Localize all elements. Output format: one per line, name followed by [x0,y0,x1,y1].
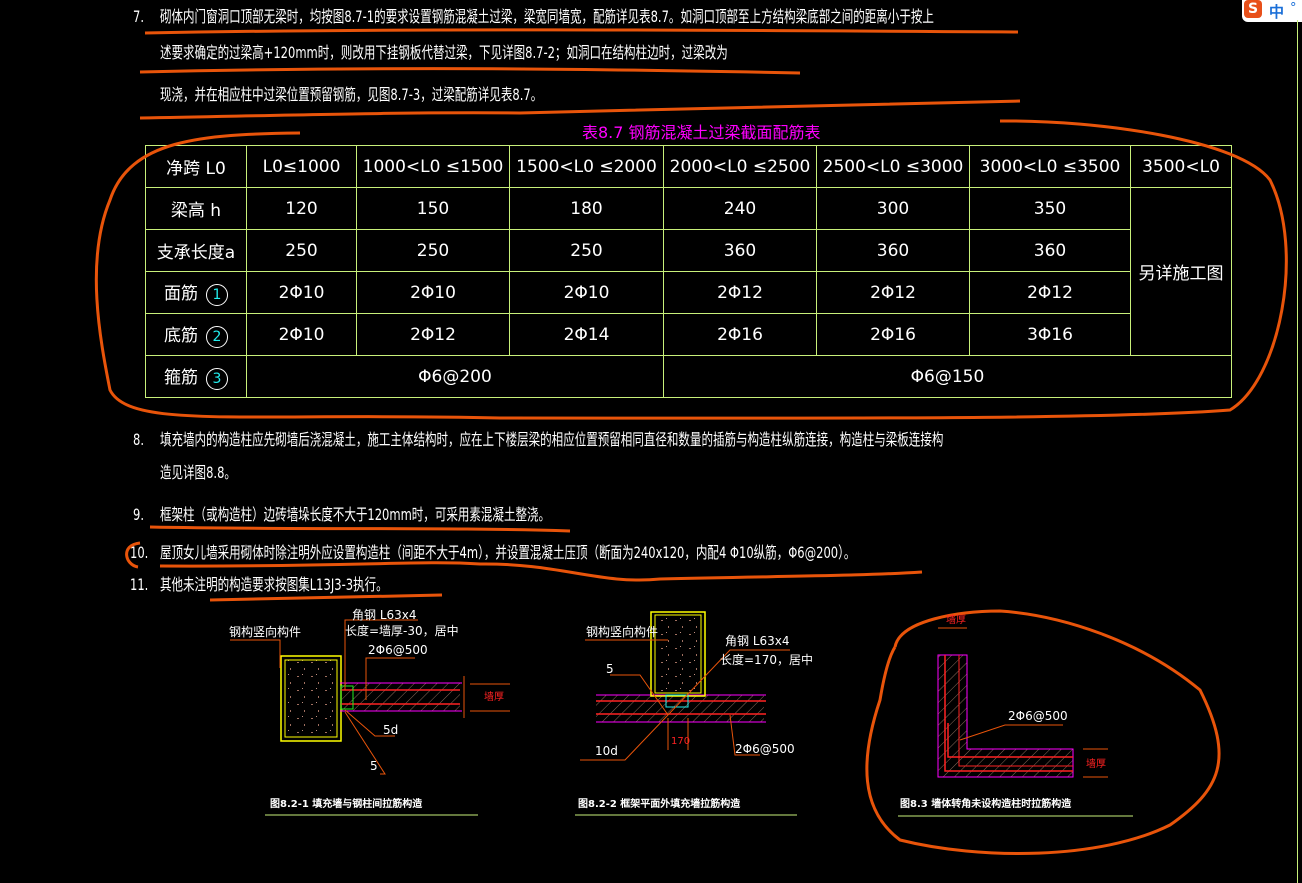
ime-punctuation-toggle[interactable]: ° [1290,1,1297,16]
fig1-weld2-label: 5 [370,759,378,773]
fig3-rebar-label: 2Φ6@500 [1008,709,1068,723]
fig2-angle-label: 角钢 L63x4 [725,634,790,648]
fig2-caption: 图8.2-2 框架平面外填充墙拉筋构造 [578,797,741,810]
header-cell: 1000<L0 ≤1500 [356,145,510,188]
fig1-rebar-label: 2Φ6@500 [368,643,428,657]
drawing-frame-border [1297,20,1298,883]
other-note-cell: 另详施工图 [1130,187,1232,356]
table-row: 支承长度a 250 250 250 360 360 360 [145,229,1232,272]
table-cell: Φ6@150 [663,355,1232,398]
ime-toolbar[interactable]: S 中 ° [1242,0,1302,22]
header-cell: 3500<L0 [1130,145,1232,188]
mark-circle: 2 [206,326,228,348]
table-header-row: 净跨 L0 L0≤1000 1000<L0 ≤1500 1500<L0 ≤200… [145,145,1232,188]
table-cell: 250 [509,229,664,272]
mark-circle: 3 [206,368,228,390]
fig2-dim-label: 170 [671,736,690,747]
row-label: 底筋 [164,326,198,346]
note-9-number: 9. [133,505,144,524]
table-row: 梁高 h 120 150 180 240 300 350 另详施工图 [145,187,1232,356]
fig1-member-label: 钢构竖向构件 [229,624,301,639]
figure-8-2-2: 钢构竖向构件 角钢 L63x4 长度=170，居中 5 10d 170 2Φ6@… [575,611,813,816]
fig3-dim-top-label: 墙厚 [946,613,966,626]
fig3-caption: 图8.3 墙体转角未设构造柱时拉筋构造 [900,797,1072,810]
table-cell: 150 [356,187,510,230]
fig2-weld1-label: 5 [606,662,614,676]
fig3-dim-right-label: 墙厚 [1086,757,1106,770]
row-label-cell: 面筋 1 [145,271,247,314]
note-11-line1: 其他未注明的构造要求按图集L13J3-3执行。 [160,575,388,594]
row-label: 面筋 [164,284,198,304]
fig1-length-label: 长度=墙厚-30，居中 [345,623,459,638]
figure-8-2-1: 钢构竖向构件 角钢 L63x4 长度=墙厚-30，居中 2Φ6@500 5d 5… [229,608,510,816]
table-cell: Φ6@200 [246,355,664,398]
sogou-logo-icon[interactable]: S [1244,0,1262,18]
note-8-line2: 造见详图8.8。 [160,463,236,482]
fig2-weld2-label: 10d [595,744,618,758]
table-cell: 2Φ10 [509,271,664,314]
table-cell: 2Φ12 [356,313,510,356]
mark-circle: 1 [206,284,228,306]
fig1-weld1-label: 5d [383,723,398,737]
table-cell: 2Φ16 [663,313,817,356]
note-8-line1: 填充墙内的构造柱应先砌墙后浇混凝土，施工主体结构时，应在上下楼层梁的相应位置预留… [160,430,944,449]
row-label: 梁高 h [145,187,247,230]
fig1-angle-label: 角钢 L63x4 [352,608,417,622]
header-cell: 3000<L0 ≤3500 [969,145,1131,188]
handwritten-annotations [94,28,1288,855]
row-label-cell: 底筋 2 [145,313,247,356]
note-10-number: 10. [130,543,149,562]
header-cell: 1500<L0 ≤2000 [509,145,664,188]
lintel-rebar-table: 净跨 L0 L0≤1000 1000<L0 ≤1500 1500<L0 ≤200… [145,145,1232,398]
table-cell: 250 [356,229,510,272]
fig2-length-label: 长度=170，居中 [720,652,813,667]
table-cell: 240 [663,187,817,230]
note-7-line3: 现浇，并在相应柱中过梁位置预留钢筋，见图8.7-3，过梁配筋详见表8.7。 [160,85,543,104]
row-label-cell: 箍筋 3 [145,355,247,398]
header-cell: L0≤1000 [246,145,357,188]
ime-mode-toggle[interactable]: 中 [1269,3,1285,21]
fig2-member-label: 钢构竖向构件 [586,624,658,639]
fig1-caption: 图8.2-1 填充墙与钢柱间拉筋构造 [270,797,423,810]
row-label: 箍筋 [164,368,198,388]
table-cell: 3Φ16 [969,313,1131,356]
note-10-line1: 屋顶女儿墙采用砌体时除注明外应设置构造柱（间距不大于4m），并设置混凝土压顶（断… [160,543,856,562]
fig2-rebar-label: 2Φ6@500 [735,742,795,756]
header-cell: 2500<L0 ≤3000 [816,145,970,188]
note-7-line1: 砌体内门窗洞口顶部无梁时，均按图8.7-1的要求设置钢筋混凝土过梁，梁宽同墙宽，… [160,7,934,26]
fig1-dim-label: 墙厚 [484,690,504,703]
table-cell: 2Φ10 [246,271,357,314]
table-cell: 360 [816,229,970,272]
table-cell: 2Φ12 [816,271,970,314]
table-cell: 180 [509,187,664,230]
note-8-number: 8. [133,430,144,449]
table-cell: 2Φ12 [969,271,1131,314]
table-row: 箍筋 3 Φ6@200 Φ6@150 [145,355,1232,398]
note-9-line1: 框架柱（或构造柱）边砖墙垛长度不大于120mm时，可采用素混凝土整浇。 [160,505,551,524]
figure-8-3: 墙厚 2Φ6@500 墙厚 图8.3 墙体转角未设构造柱时拉筋构造 [898,613,1133,817]
table-cell: 2Φ10 [246,313,357,356]
table-cell: 120 [246,187,357,230]
note-7-line2: 述要求确定的过梁高+120mm时，则改用下挂钢板代替过梁，下见详图8.7-2；如… [160,43,728,62]
table-title: 表8.7 钢筋混凝土过梁截面配筋表 [582,123,821,142]
note-7-number: 7. [133,7,144,26]
note-11-number: 11. [130,575,149,594]
